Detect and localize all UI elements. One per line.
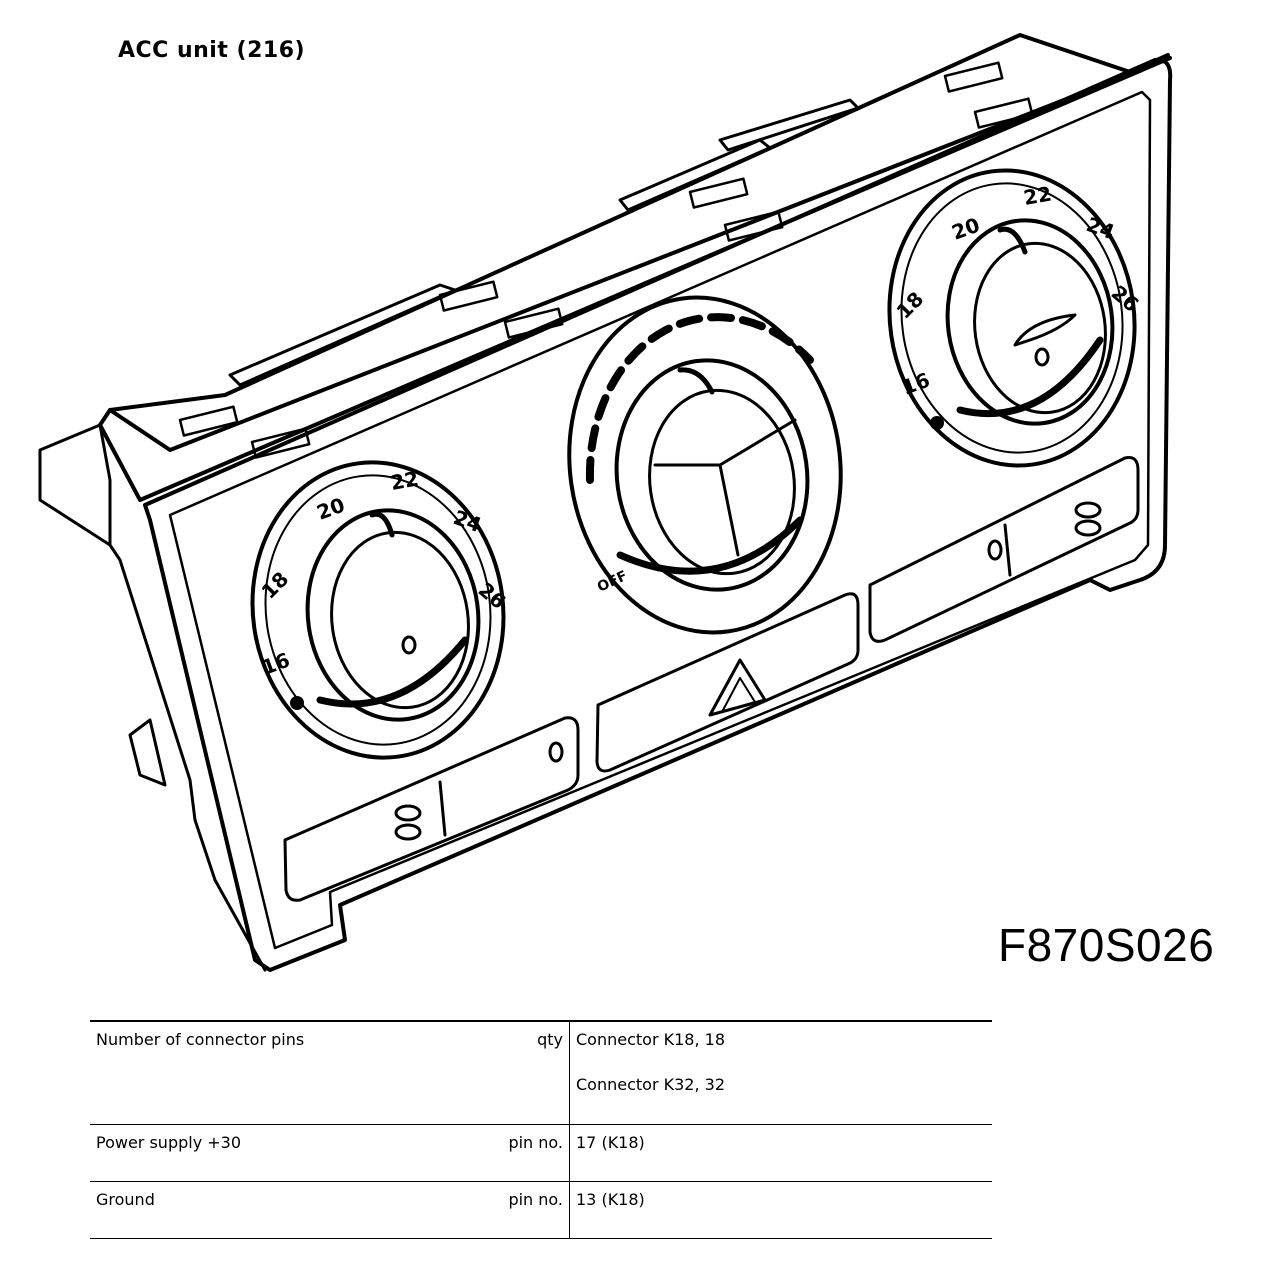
row-value-line: Connector K18, 18: [576, 1030, 725, 1049]
row-unit: pin no.: [482, 1181, 570, 1239]
right-scale-22: 22: [1022, 181, 1054, 209]
table-row: Number of connector pins qty Connector K…: [90, 1021, 992, 1125]
row-label: Ground: [96, 1190, 155, 1209]
front-panel: [143, 57, 1173, 972]
right-lower-buttons: [868, 456, 1140, 643]
row-value: 13 (K18): [576, 1190, 645, 1209]
figure-code: F870S026: [998, 919, 1215, 971]
fan-speed-dial: [567, 295, 843, 635]
left-scale-18: 18: [257, 567, 294, 604]
row-label: Number of connector pins: [96, 1030, 305, 1049]
page-title: ACC unit (216): [118, 38, 306, 63]
row-value: 17 (K18): [576, 1133, 645, 1152]
right-scale-16: 16: [899, 368, 933, 400]
row-unit: pin no.: [482, 1124, 570, 1182]
table-row: Ground pin no. 13 (K18): [90, 1181, 992, 1239]
left-scale-16: 16: [259, 648, 293, 680]
row-value: Connector K18, 18 Connector K32, 32: [570, 1021, 993, 1125]
right-temp-dial: [887, 168, 1137, 468]
table-row: Power supply +30 pin no. 17 (K18): [90, 1124, 992, 1182]
left-scale-22: 22: [389, 466, 421, 494]
left-temp-dial: [250, 460, 506, 760]
row-value-line: Connector K32, 32: [576, 1075, 725, 1094]
right-scale-18: 18: [892, 287, 929, 324]
specification-table: Number of connector pins qty Connector K…: [90, 1020, 992, 1239]
acc-unit-illustration: 16 18 20 22 24 26 16 18 20 22 24 26 OFF: [38, 33, 1173, 972]
left-lower-buttons: [283, 716, 580, 902]
row-label: Power supply +30: [96, 1133, 242, 1152]
row-unit: qty: [482, 1021, 570, 1125]
left-scale-20: 20: [314, 493, 348, 525]
